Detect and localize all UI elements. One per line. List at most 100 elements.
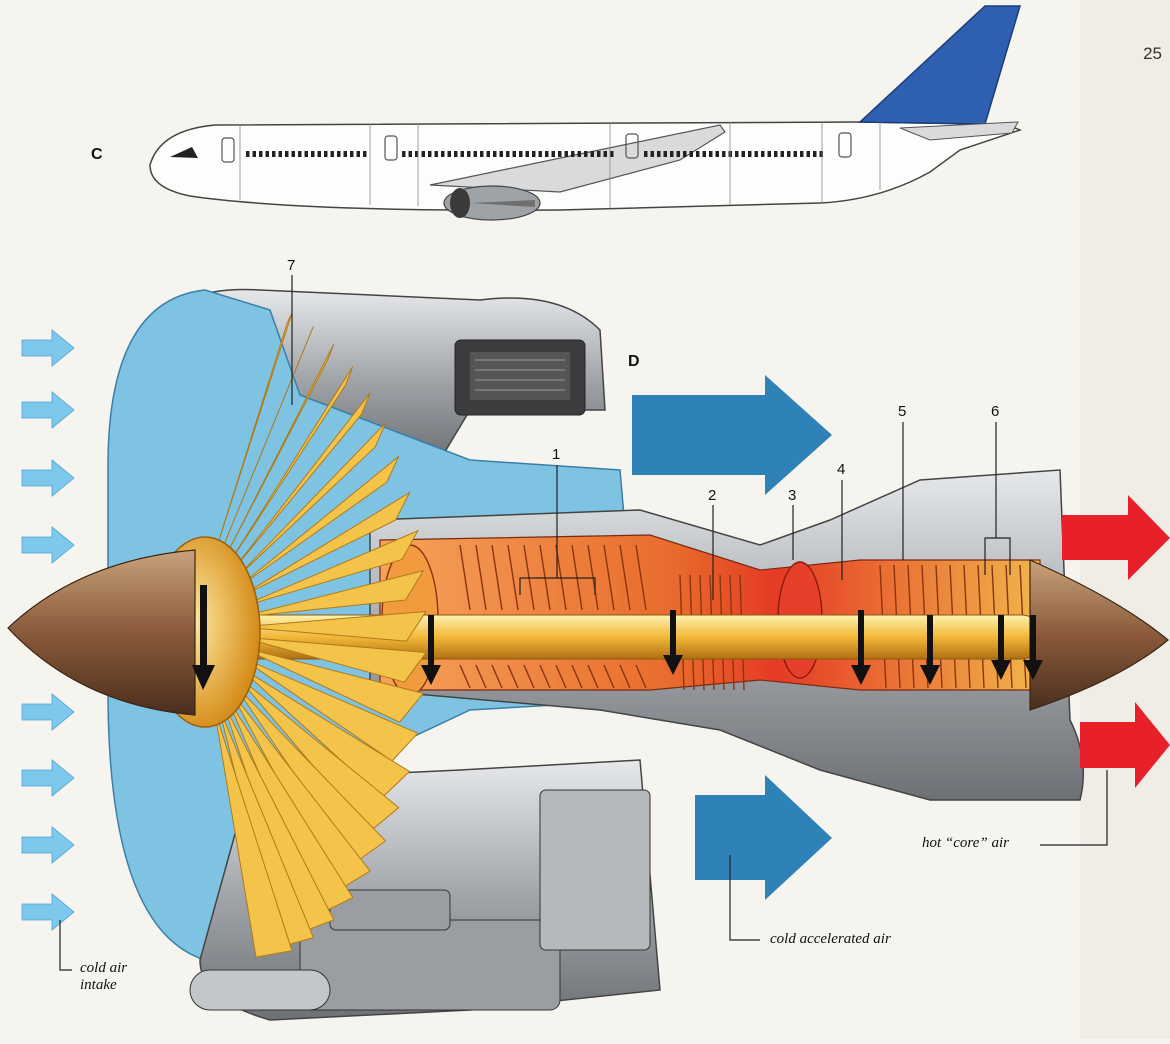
passenger-window — [532, 151, 536, 157]
passenger-window — [787, 151, 791, 157]
passenger-window — [525, 151, 529, 157]
fan-blade — [239, 529, 419, 608]
passenger-window — [304, 151, 308, 157]
passenger-window — [551, 151, 555, 157]
compressor-blade-row — [491, 544, 503, 611]
intake-arrow-icon — [21, 759, 75, 797]
fan-blade — [213, 709, 293, 958]
passenger-window — [473, 151, 477, 157]
passenger-window — [545, 151, 549, 157]
passenger-window — [538, 151, 542, 157]
exhaust-cone — [1029, 559, 1169, 711]
part-label-2: 2 — [708, 487, 717, 504]
callout-cold-air-intake-line2: intake — [80, 977, 117, 994]
passenger-window — [337, 151, 341, 157]
intake-arrow-icon — [21, 459, 75, 497]
nose-cone — [7, 549, 196, 716]
passenger-window — [806, 151, 810, 157]
fan-blades — [213, 313, 428, 958]
passenger-window — [577, 151, 581, 157]
passenger-window — [800, 151, 804, 157]
fan-blade — [235, 674, 400, 833]
passenger-window — [702, 151, 706, 157]
passenger-window — [650, 151, 654, 157]
passenger-window — [819, 151, 823, 157]
passenger-window — [564, 151, 568, 157]
exhaust-arrow-icon — [1062, 495, 1170, 788]
passenger-window — [246, 151, 250, 157]
intake-arrow-icon — [21, 329, 75, 367]
passenger-window — [415, 151, 419, 157]
passenger-windows — [246, 151, 823, 157]
passenger-window — [278, 151, 282, 157]
wing — [429, 124, 726, 193]
passenger-window — [434, 151, 438, 157]
turbofan-engine-cutaway — [7, 288, 1169, 1021]
passenger-window — [467, 151, 471, 157]
aircraft-doors — [221, 132, 852, 163]
part-label-7: 7 — [287, 257, 296, 274]
fan-blade — [240, 569, 425, 618]
passenger-window — [767, 151, 771, 157]
compressor-blade-row — [619, 544, 631, 611]
fan-blade — [225, 366, 354, 568]
compressor-blade-row — [635, 544, 647, 611]
fan-blade — [238, 656, 419, 762]
tail-fin — [858, 5, 1022, 125]
passenger-window — [460, 151, 464, 157]
passenger-window — [741, 151, 745, 157]
passenger-window — [291, 151, 295, 157]
fan-blade — [222, 343, 335, 563]
passenger-window — [486, 151, 490, 157]
compressor-blade-row — [475, 544, 487, 611]
passenger-window — [774, 151, 778, 157]
bypass-arrow-icon — [632, 375, 832, 900]
horizontal-stabilizer — [899, 121, 1019, 141]
passenger-window — [780, 151, 784, 157]
intake-arrow-icon — [21, 526, 75, 564]
cockpit-window — [170, 147, 198, 158]
aircraft-illustration — [149, 5, 1022, 221]
passenger-window — [421, 151, 425, 157]
passenger-window — [447, 151, 451, 157]
compressor-blade-row — [571, 664, 583, 689]
passenger-window — [670, 151, 674, 157]
passenger-window — [363, 151, 367, 157]
passenger-window — [571, 151, 575, 157]
passenger-window — [584, 151, 588, 157]
passenger-window — [441, 151, 445, 157]
passenger-window — [603, 151, 607, 157]
passenger-window — [499, 151, 503, 157]
part-label-4: 4 — [837, 461, 846, 478]
callout-cold-air-intake-line1: cold air — [80, 960, 128, 976]
passenger-window — [272, 151, 276, 157]
compressor-blade-row — [459, 544, 471, 611]
passenger-window — [454, 151, 458, 157]
figure-label-engine: D — [628, 353, 640, 370]
compressor-blade-row — [587, 664, 599, 689]
passenger-window — [285, 151, 289, 157]
passenger-window — [252, 151, 256, 157]
passenger-window — [356, 151, 360, 157]
fan-blade — [232, 422, 386, 582]
passenger-window — [709, 151, 713, 157]
fan-blade — [235, 456, 400, 590]
part-label-6: 6 — [991, 403, 1000, 420]
passenger-window — [506, 151, 510, 157]
aircraft-engine-nacelle — [443, 185, 541, 221]
passenger-window — [259, 151, 263, 157]
passenger-window — [715, 151, 719, 157]
compressor-blade-row — [475, 664, 487, 689]
figure-label-aircraft: C — [91, 146, 103, 163]
passenger-window — [696, 151, 700, 157]
intake-arrows — [21, 329, 75, 931]
rotation-arrow-icon — [192, 585, 1043, 690]
intake-arrow-icon — [21, 391, 75, 429]
compressor-blade-row — [539, 664, 551, 689]
passenger-window — [722, 151, 726, 157]
leader-lines — [59, 275, 1108, 971]
passenger-window — [519, 151, 523, 157]
passenger-window — [265, 151, 269, 157]
